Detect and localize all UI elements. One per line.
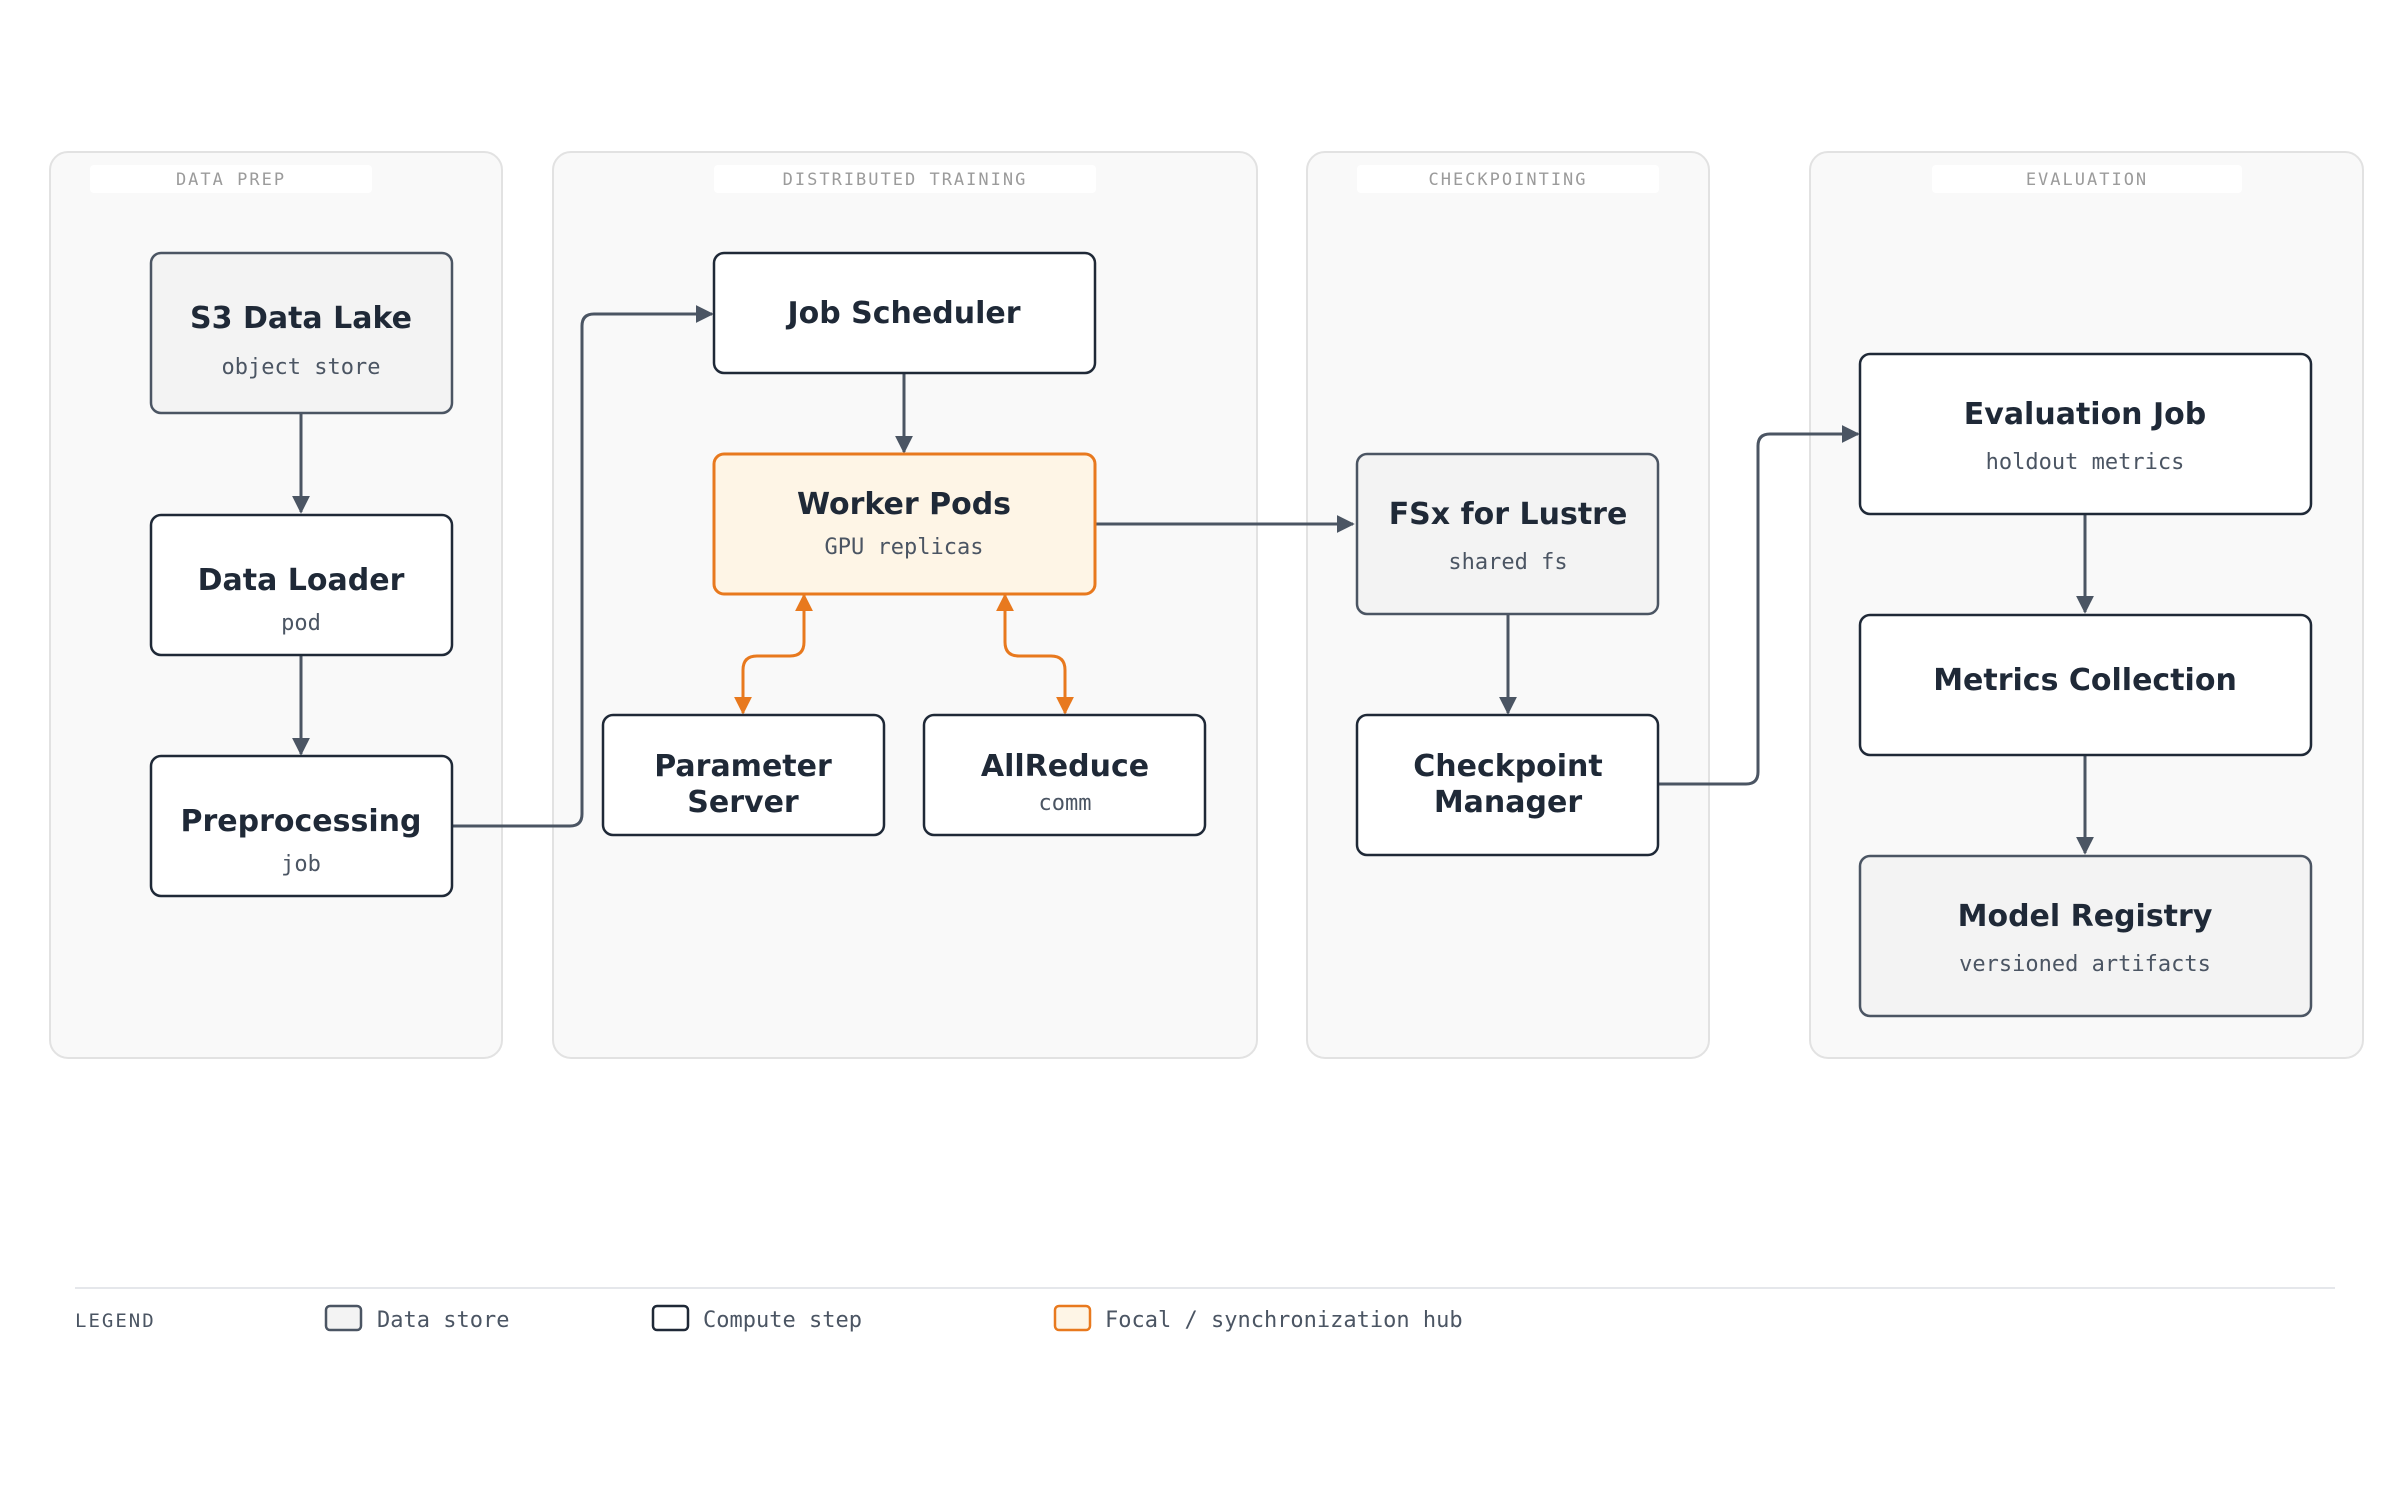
legend-label-focal: Focal / synchronization hub bbox=[1105, 1308, 1463, 1333]
node-title: Metrics Collection bbox=[1933, 663, 2237, 698]
edge-ckpt-to-eval bbox=[1658, 425, 1860, 786]
legend-swatch-data-store bbox=[324, 1304, 363, 1332]
edge-workers-to-allreduce bbox=[996, 593, 1074, 715]
node-subtitle: object store bbox=[222, 355, 381, 380]
legend: LEGEND Data store Compute step Focal / s… bbox=[75, 1287, 2335, 1333]
node-title: Model Registry bbox=[1958, 899, 2213, 934]
node-title-line2: Manager bbox=[1434, 785, 1583, 820]
node-s3-data-lake[interactable]: S3 Data Lake object store bbox=[149, 251, 454, 415]
node-title: Worker Pods bbox=[797, 487, 1011, 522]
legend-swatch-focal bbox=[1053, 1304, 1092, 1332]
node-worker-pods[interactable]: Worker Pods GPU replicas bbox=[712, 452, 1097, 596]
lane-label-checkpointing: CHECKPOINTING bbox=[1428, 170, 1587, 190]
legend-label-data-store: Data store bbox=[377, 1308, 509, 1333]
legend-label-compute: Compute step bbox=[703, 1308, 862, 1333]
edges bbox=[292, 305, 2094, 855]
node-title: Data Loader bbox=[198, 563, 405, 598]
node-subtitle: GPU replicas bbox=[825, 535, 984, 560]
node-title: S3 Data Lake bbox=[190, 301, 412, 336]
node-parameter-server[interactable]: Parameter Server bbox=[601, 713, 886, 837]
node-subtitle: comm bbox=[1039, 791, 1092, 816]
node-metrics-collection[interactable]: Metrics Collection bbox=[1858, 613, 2313, 757]
node-title-line1: Parameter bbox=[654, 749, 832, 784]
node-subtitle: holdout metrics bbox=[1986, 450, 2185, 475]
node-title: FSx for Lustre bbox=[1389, 497, 1628, 532]
node-job-scheduler[interactable]: Job Scheduler bbox=[712, 251, 1097, 375]
node-fsx-for-lustre[interactable]: FSx for Lustre shared fs bbox=[1355, 452, 1660, 616]
lane-label-distributed-training: DISTRIBUTED TRAINING bbox=[783, 170, 1028, 190]
node-model-registry[interactable]: Model Registry versioned artifacts bbox=[1858, 854, 2313, 1018]
node-allreduce[interactable]: AllReduce comm bbox=[922, 713, 1207, 837]
node-subtitle: shared fs bbox=[1448, 550, 1567, 575]
node-title-line1: Checkpoint bbox=[1413, 749, 1603, 784]
node-subtitle: job bbox=[281, 852, 321, 877]
edge-preprocessing-to-scheduler bbox=[452, 305, 714, 828]
node-checkpoint-manager[interactable]: Checkpoint Manager bbox=[1355, 713, 1660, 857]
node-preprocessing[interactable]: Preprocessing job bbox=[149, 754, 454, 898]
node-title: AllReduce bbox=[981, 749, 1149, 784]
node-title: Evaluation Job bbox=[1964, 397, 2206, 432]
legend-title: LEGEND bbox=[75, 1310, 156, 1332]
node-title: Preprocessing bbox=[181, 804, 422, 839]
lane-label-evaluation: EVALUATION bbox=[2026, 170, 2148, 190]
node-data-loader[interactable]: Data Loader pod bbox=[149, 513, 454, 657]
node-title-line2: Server bbox=[687, 785, 799, 820]
edge-workers-to-param-server bbox=[734, 593, 813, 715]
lane-label-data-prep: DATA PREP bbox=[176, 170, 286, 190]
node-title: Job Scheduler bbox=[785, 296, 1020, 331]
node-subtitle: pod bbox=[281, 611, 321, 636]
legend-swatch-compute bbox=[651, 1304, 690, 1332]
node-subtitle: versioned artifacts bbox=[1959, 952, 2211, 977]
node-evaluation-job[interactable]: Evaluation Job holdout metrics bbox=[1858, 352, 2313, 516]
